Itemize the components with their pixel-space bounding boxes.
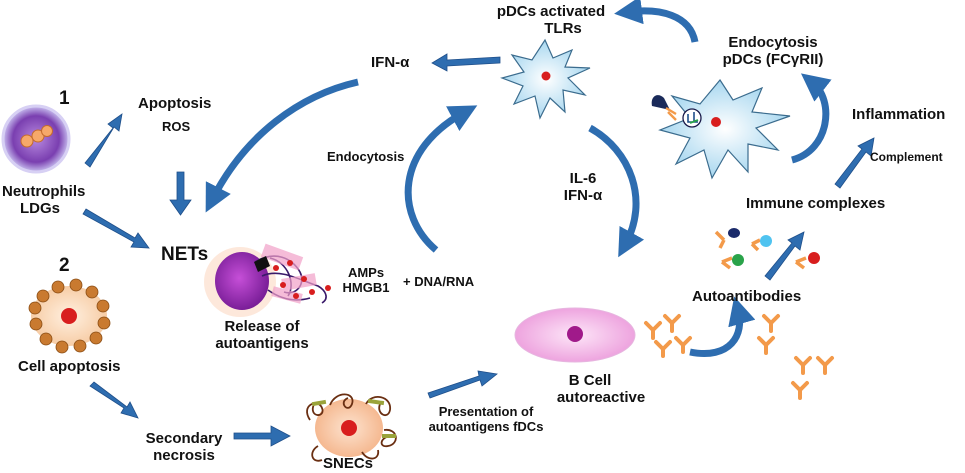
label-complement: Complement [870,150,943,164]
apoptotic-cell [28,278,111,354]
free-antibodies [644,314,834,400]
snecs-cell [306,393,397,462]
label-amps-line1: AMPs [347,265,385,280]
label-bcell: B Cell autoreactive [545,372,657,407]
neutrophil-cell [1,104,71,174]
label-inflammation: Inflammation [852,106,946,123]
pdc-activated-cell [500,38,591,120]
label-release: Release of autoantigens [206,318,318,353]
label-immune-complexes: Immune complexes [746,195,886,212]
label-endocytosis-pdcs: Endocytosis pDCs (FCγRII) [710,34,836,69]
label-presentation-line2: autoantigens fDCs [428,418,544,434]
arrow-ifn-to-nets [205,78,359,213]
label-nets: NETs [161,244,209,265]
label-snecs: SNECs [323,455,374,472]
arrow-pdcs-to-ifn [431,53,501,72]
label-presentation-line1: Presentation of [438,404,534,419]
straight-arrows [82,53,875,447]
label-ifn-alpha: IFN-α [371,54,410,71]
label-num-2: 2 [59,255,70,276]
label-pdcs-activated-line2: TLRs [544,20,582,38]
arrow-immune-to-inflammation [834,137,875,189]
immune-complex-icons [714,228,820,270]
label-release-line1: Release of [224,318,300,335]
arrow-immune-to-fcr [790,73,832,164]
pdc-fcr-cell [651,78,791,180]
label-cell-apoptosis: Cell apoptosis [18,358,121,375]
label-endocytosis-pdcs-line1: Endocytosis [728,34,818,51]
label-ifn-line: IFN-α [563,187,603,205]
arrow-neutrophil-to-nets [82,208,150,249]
label-apoptosis: Apoptosis [138,95,212,112]
arrow-neutrophil-to-apoptosis [84,113,123,168]
label-presentation: Presentation of autoantigens fDCs [418,404,554,435]
label-release-line2: autoantigens [215,335,309,353]
arrow-bcell-to-autoantibodies [689,296,756,357]
immune-complex-2 [750,235,772,252]
immune-complex-4 [794,252,820,270]
arrow-pdcs-to-bcell [588,124,645,258]
label-amps: AMPs HMGB1 [336,265,396,296]
label-il6-ifn: IL-6 IFN-α [553,170,613,205]
curved-arrows [205,0,832,357]
arrow-apoptosis-to-nets [169,171,192,216]
b-cell [514,307,636,363]
label-neutrophils-line2: LDGs [19,200,60,218]
label-neutrophils: Neutrophils LDGs [2,183,86,218]
label-amps-line2: HMGB1 [342,279,390,295]
label-endocytosis: Endocytosis [327,149,405,164]
immune-complex-1 [714,228,740,249]
label-secondary-necrosis: Secondary necrosis [134,430,234,465]
label-neutrophils-line1: Neutrophils [2,183,86,200]
label-num-1: 1 [59,88,70,109]
label-secondary-necrosis-line1: Secondary [145,430,223,447]
arrow-apoptosis-to-necrosis [89,381,139,419]
label-ros: ROS [162,119,191,134]
label-autoantibodies: Autoantibodies [692,288,802,305]
label-bcell-line2: autoreactive [556,389,646,407]
arrow-fcr-to-pdcs [614,0,699,43]
immune-complex-3 [720,254,744,270]
label-dna-rna: + DNA/RNA [403,274,475,289]
label-pdcs-activated: pDCs activated TLRs [478,3,624,38]
label-secondary-necrosis-line2: necrosis [153,447,215,465]
label-pdcs-activated-line1: pDCs activated [496,3,606,20]
arrow-autoantibodies-to-immune-complexes [764,231,805,281]
label-bcell-line1: B Cell [568,372,612,389]
arrow-snecs-to-bcell [427,370,498,399]
nets-cell [204,243,331,317]
arrow-necrosis-to-snecs [233,425,291,447]
label-endocytosis-pdcs-line2: pDCs (FCγRII) [722,51,824,69]
label-il6-line: IL-6 [569,170,597,187]
arrow-dna-to-pdcs [404,105,478,253]
